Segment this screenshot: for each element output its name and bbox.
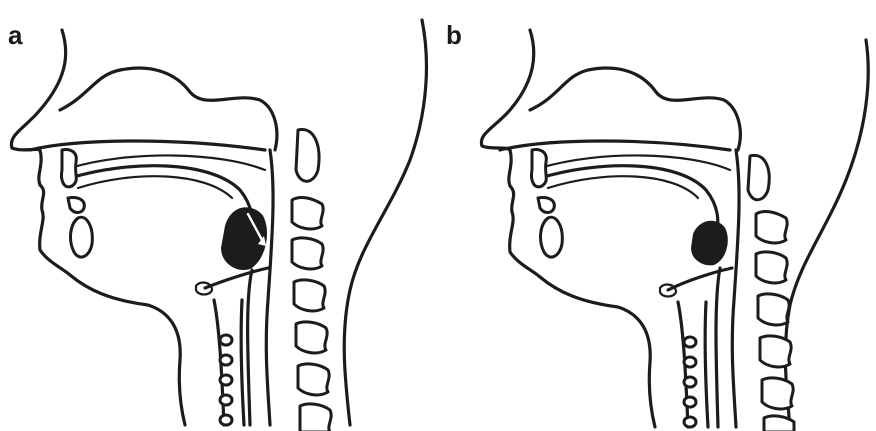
tonsillar-mass [692,222,727,265]
hard-palate-lower [540,155,730,170]
anterior-pharyngeal-wall [716,268,720,427]
sagittal-head-drawing-b [438,0,876,431]
tongue-dorsum-inner [548,176,698,198]
epiglottis [205,268,268,288]
face-profile [11,30,185,425]
larynx-back [241,300,244,425]
nasal-cavity [60,68,277,150]
mandible [541,217,563,257]
sagittal-head-drawing-a [0,0,438,431]
cervical-spine [292,129,331,431]
back-of-neck [785,40,868,427]
panel-label-a: a [8,22,22,48]
lower-tooth [538,197,554,212]
panel-label-b: b [446,22,462,48]
back-of-neck [344,20,426,425]
face-profile [481,30,655,427]
upper-tooth [531,150,546,187]
lower-tooth [68,197,84,212]
tonsillar-mass [222,208,266,269]
panel-a: a [0,0,438,431]
posterior-pharyngeal-wall [266,150,273,425]
hard-palate-lower [70,155,265,170]
epiglottis [668,268,732,290]
mandible [71,217,93,257]
upper-tooth [61,150,76,187]
posterior-pharyngeal-wall [732,150,739,427]
nasal-cavity [530,68,740,150]
anterior-pharyngeal-wall [248,270,252,425]
larynx-back [705,302,708,427]
tongue-dorsum-inner [78,176,232,198]
cervical-spine [748,155,794,431]
panel-b: b [438,0,876,431]
